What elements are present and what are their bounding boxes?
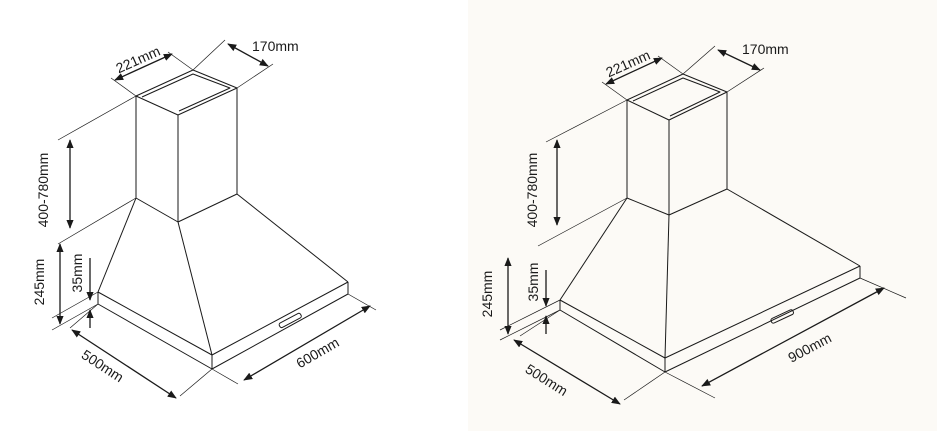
- label-width: 600mm: [293, 334, 341, 371]
- chimney-top-inner: [632, 77, 721, 117]
- hood-900-dimensions: 221mm 170mm 400-780mm 245mm 35mm 500m: [479, 41, 907, 405]
- dim-line-depth: [71, 329, 177, 399]
- label-width-top: 170mm: [252, 38, 299, 54]
- chimney-bottom-left: [135, 197, 179, 223]
- label-canopy-height: 245mm: [31, 259, 47, 306]
- canopy-edge-right: [726, 188, 861, 267]
- label-rim-height: 35mm: [525, 263, 541, 302]
- rim-top: [97, 281, 349, 356]
- label-chimney-height: 400-780mm: [35, 153, 51, 228]
- label-chimney-height: 400-780mm: [524, 153, 540, 228]
- hood-900-drawing: [559, 73, 861, 373]
- dim-line-width: [701, 287, 885, 387]
- label-depth-top: 221mm: [113, 43, 162, 77]
- canopy-edge-left: [559, 197, 628, 301]
- label-depth: 500mm: [79, 346, 127, 385]
- chimney-bottom-right: [668, 188, 728, 216]
- dim-line-depth-top: [605, 57, 663, 85]
- hood-600-dimensions: 221mm 170mm 400-780mm 245mm 35mm 500m: [31, 38, 377, 399]
- canopy-edge-front: [177, 221, 213, 356]
- hood-600-drawing: [97, 69, 349, 370]
- chimney-bottom-right: [177, 193, 238, 223]
- canopy-edge-front: [664, 214, 670, 359]
- chimney-bottom-left: [626, 197, 670, 216]
- dim-line-width-top: [717, 49, 761, 71]
- label-width: 900mm: [785, 330, 834, 366]
- canopy-edge-right: [236, 193, 349, 283]
- dim-line-width: [243, 305, 371, 381]
- label-depth-top: 221mm: [603, 47, 652, 81]
- chimney-top-inner: [141, 73, 231, 112]
- label-width-top: 170mm: [742, 41, 789, 57]
- dim-line-width-top: [227, 43, 269, 67]
- label-canopy-height: 245mm: [479, 271, 495, 318]
- label-rim-height: 35mm: [69, 254, 85, 293]
- dim-line-depth: [513, 339, 621, 405]
- canopy-edge-left: [97, 197, 137, 293]
- dim-line-depth-top: [114, 53, 173, 81]
- label-depth: 500mm: [523, 361, 571, 399]
